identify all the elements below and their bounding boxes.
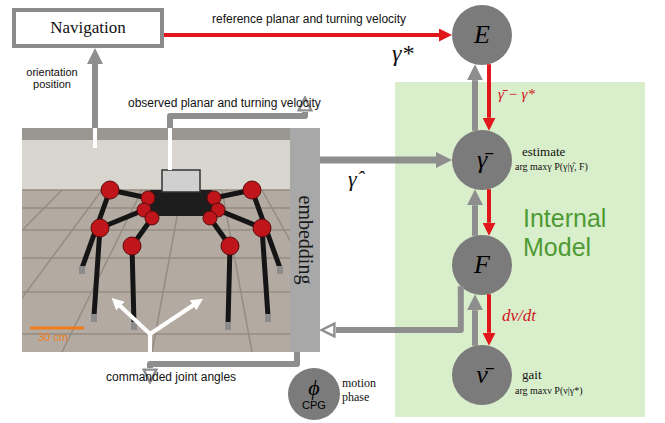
model-region: Internal Modelγ̄estimatearg maxγ P(γ|γ̂,… <box>395 82 645 417</box>
node-note: CPG <box>302 399 326 411</box>
state-circle: F <box>452 235 512 295</box>
process-box: Navigation <box>12 8 164 48</box>
edge-label: γ̄ − γ* <box>498 86 535 103</box>
node-note: estimate <box>522 144 565 160</box>
node-text: embedding <box>294 196 317 285</box>
node-note: motion phase <box>342 376 386 405</box>
signal-label: γ* <box>392 40 413 67</box>
connector-arrow <box>487 64 491 118</box>
node-text: 30 cm <box>38 331 68 343</box>
edge-label: commanded joint angles <box>106 370 236 384</box>
connector-arrow <box>92 64 98 128</box>
connector-arrow <box>170 112 305 128</box>
edge-label: γ̂ <box>348 166 357 192</box>
node-text: Navigation <box>50 18 126 38</box>
edge-label: dν/dt <box>502 306 536 326</box>
node-note: arg maxγ P(γ|γ̂, F) <box>515 161 588 172</box>
node-text: γ̄ <box>477 145 487 175</box>
edge-label: observed planar and turning velocity <box>128 96 321 110</box>
node-text: ϕ <box>308 377 319 399</box>
connector-arrow <box>164 33 439 37</box>
state-circle: ν̄gaitarg maxν P(ν|γ*) <box>452 345 512 405</box>
robot-photo-illustration <box>22 128 290 352</box>
connector-arrow <box>487 189 491 223</box>
connector-arrow <box>472 310 478 346</box>
edge-label: orientation position <box>16 66 88 90</box>
node-note: gait <box>522 367 542 383</box>
node-note: arg maxν P(ν|γ*) <box>515 385 583 396</box>
node-text: Internal Model <box>523 204 641 262</box>
connector-arrow <box>487 294 491 333</box>
embedding-band: embedding <box>290 128 320 352</box>
state-circle: γ̄estimatearg maxγ P(γ|γ̂, F) <box>452 130 512 190</box>
cpg-circle: ϕCPGmotion phase <box>288 368 340 420</box>
node-text: ν̄ <box>476 360 488 390</box>
node-text: F <box>474 250 490 280</box>
robot-photo: 30 cm <box>22 128 290 352</box>
node-text: E <box>474 20 490 50</box>
connector-arrow <box>472 205 478 236</box>
connector-arrow <box>320 157 436 164</box>
connector-arrow <box>472 80 478 131</box>
state-circle: E <box>452 5 512 65</box>
connector-arrow <box>336 286 461 330</box>
connector-arrow <box>150 352 297 368</box>
edge-label: reference planar and turning velocity <box>212 12 406 26</box>
